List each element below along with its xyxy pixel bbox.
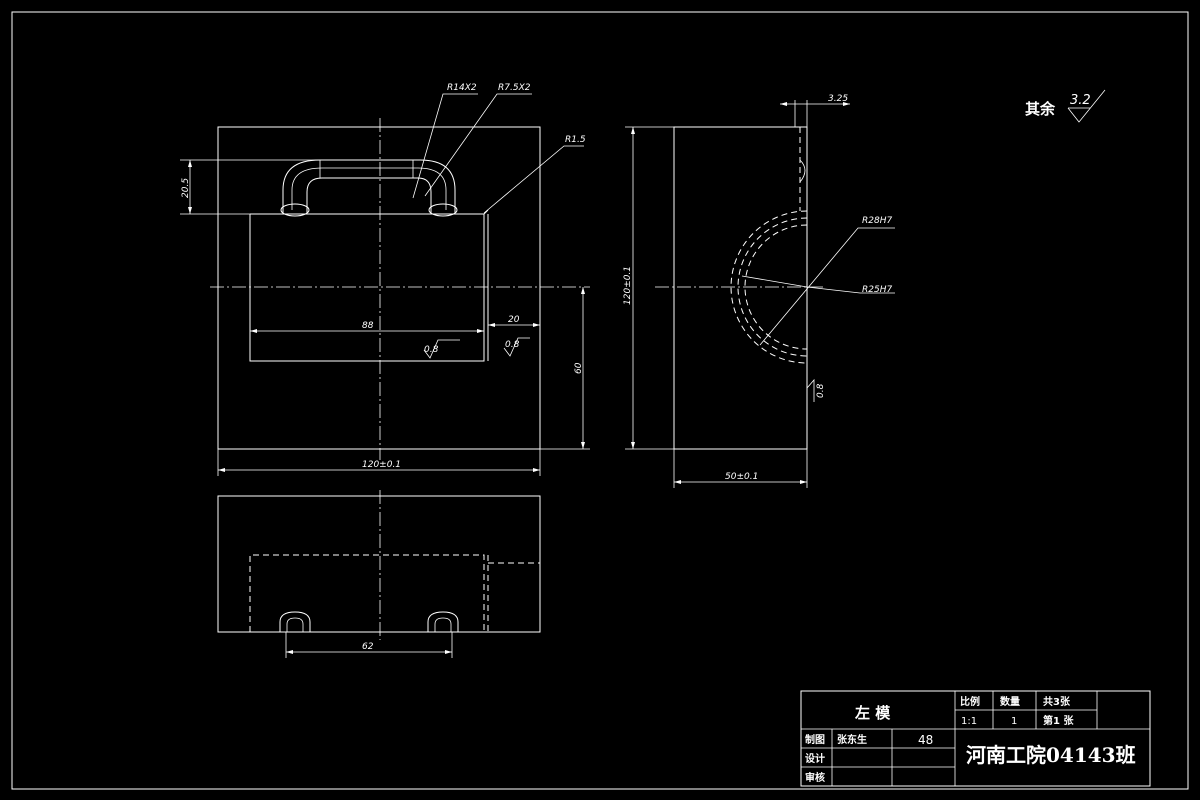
leader-r75 xyxy=(424,93,532,197)
tb-scale-label: 比例 xyxy=(960,695,980,708)
top-loop-left-inner xyxy=(286,617,304,632)
note-remaining-label: 其余 xyxy=(1025,100,1056,118)
dim-120-width: 120±0.1 xyxy=(362,460,401,470)
tb-scale-value: 1:1 xyxy=(961,716,977,727)
dim-r15: R1.5 xyxy=(565,135,586,145)
leader-r14 xyxy=(412,93,478,199)
top-loop-right xyxy=(427,611,459,632)
groove-foot-right xyxy=(428,203,458,217)
tb-sheets-total: 共3张 xyxy=(1043,695,1071,708)
tb-qty-label: 数量 xyxy=(1000,695,1020,708)
rough-symbol-c xyxy=(806,378,815,402)
dim-88: 88 xyxy=(362,321,374,331)
roughness-note: 其余 3.2 xyxy=(1025,89,1106,123)
dim-arrowhead xyxy=(843,102,850,106)
handle-groove-inner xyxy=(306,177,432,214)
top-loop-right-inner xyxy=(434,617,452,632)
dim-50: 50±0.1 xyxy=(725,472,758,482)
rough-08-c: 0.8 xyxy=(816,383,826,398)
top-hidden-cavity xyxy=(249,554,485,632)
tb-outline xyxy=(800,690,1151,787)
front-outline xyxy=(217,126,541,450)
dim-arrowhead xyxy=(250,329,257,333)
side-cavity-arc-outer xyxy=(730,210,808,364)
top-loop-left xyxy=(279,611,311,632)
side-view: 3.25 R28H7 R25H7 0.8 120±0.1 50±0.1 xyxy=(623,94,895,488)
dim-r75x2: R7.5X2 xyxy=(498,83,531,93)
dim-r25h7: R25H7 xyxy=(862,285,892,295)
dim-205: 20.5 xyxy=(181,178,191,198)
dim-arrowhead xyxy=(631,442,635,449)
dim-arrowhead xyxy=(533,323,540,327)
top-view: 62 xyxy=(217,490,541,658)
dim-arrowhead xyxy=(188,160,192,167)
dim-arrowhead xyxy=(800,480,807,484)
rough-08-b: 0.8 xyxy=(505,340,520,350)
dim-20: 20 xyxy=(508,315,520,325)
title-block: 左 模 比例 1:1 数量 1 共3张 第1 张 制图 张东生 48 设计 审核… xyxy=(800,690,1151,787)
tb-sheet-no: 第1 张 xyxy=(1043,714,1074,727)
dim-arrowhead xyxy=(286,650,293,654)
dim-62: 62 xyxy=(362,642,374,652)
dim-arrowhead xyxy=(188,207,192,214)
note-rough-symbol xyxy=(1067,89,1106,123)
dim-r14x2: R14X2 xyxy=(447,83,477,93)
rough-symbol-b xyxy=(503,337,530,357)
rough-symbol-a xyxy=(423,339,460,359)
side-cavity-arc-mid xyxy=(737,217,808,357)
tb-drawn-label: 制图 xyxy=(805,733,825,746)
tb-part-name: 左 模 xyxy=(854,704,891,722)
dim-arrowhead xyxy=(445,650,452,654)
leader-r15 xyxy=(483,145,584,214)
front-cavity xyxy=(249,214,485,362)
tb-design-label: 设计 xyxy=(805,752,825,765)
dim-r28h7: R28H7 xyxy=(862,216,892,226)
tb-drawn-by: 张东生 xyxy=(837,733,867,746)
dim-arrowhead xyxy=(581,442,585,449)
tb-review-label: 审核 xyxy=(805,771,825,784)
rough-08-a: 0.8 xyxy=(424,345,439,355)
handle-groove-mid xyxy=(291,167,447,210)
tb-school: 河南工院04143班 xyxy=(966,743,1136,767)
dim-arrowhead xyxy=(488,323,495,327)
drawing-border xyxy=(11,11,1189,790)
dim-120-height: 120±0.1 xyxy=(623,266,633,305)
tb-drawn-no: 48 xyxy=(918,733,933,747)
top-outline xyxy=(217,495,541,633)
front-view: R14X2 R7.5X2 R1.5 20.5 88 20 0.8 0.8 60 … xyxy=(180,83,590,476)
dim-arrowhead xyxy=(631,127,635,134)
dim-arrowhead xyxy=(674,480,681,484)
leader-r25 xyxy=(741,275,895,294)
note-remaining-value: 3.2 xyxy=(1070,93,1091,108)
dim-arrowhead xyxy=(533,468,540,472)
dim-60: 60 xyxy=(574,362,584,374)
side-outline xyxy=(673,126,808,450)
side-notch xyxy=(799,159,806,183)
dim-arrowhead xyxy=(780,102,787,106)
dim-arrowhead xyxy=(218,468,225,472)
handle-groove-outer xyxy=(282,159,456,214)
groove-foot-left xyxy=(280,203,310,217)
leader-r28 xyxy=(759,227,895,346)
dim-arrowhead xyxy=(581,287,585,294)
dim-325: 3.25 xyxy=(828,94,848,104)
tb-qty-value: 1 xyxy=(1011,716,1017,727)
dim-arrowhead xyxy=(477,329,484,333)
